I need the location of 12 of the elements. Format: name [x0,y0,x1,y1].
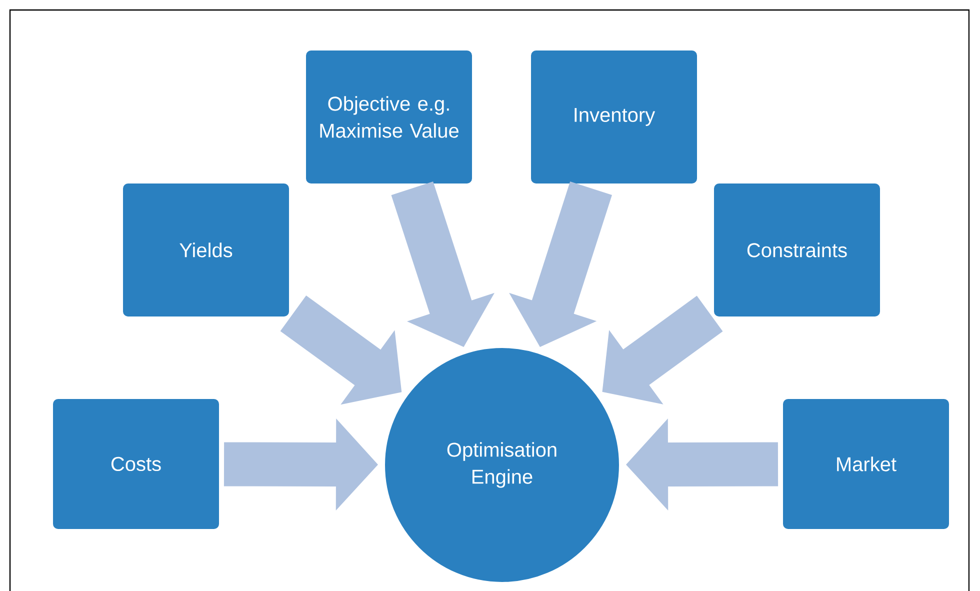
block-arrow [280,296,402,405]
block-arrow [224,418,378,511]
block-arrow [509,182,612,347]
process-box: Constraints [712,182,882,318]
block-arrow [626,418,778,511]
process-box: Yields [121,182,291,318]
block-arrow [602,296,723,404]
process-box: Objective e.g. Maximise Value [304,48,474,186]
block-arrow [391,182,494,348]
process-box: Costs [51,396,221,531]
process-box: Inventory [529,48,699,186]
process-box: Market [781,396,951,531]
